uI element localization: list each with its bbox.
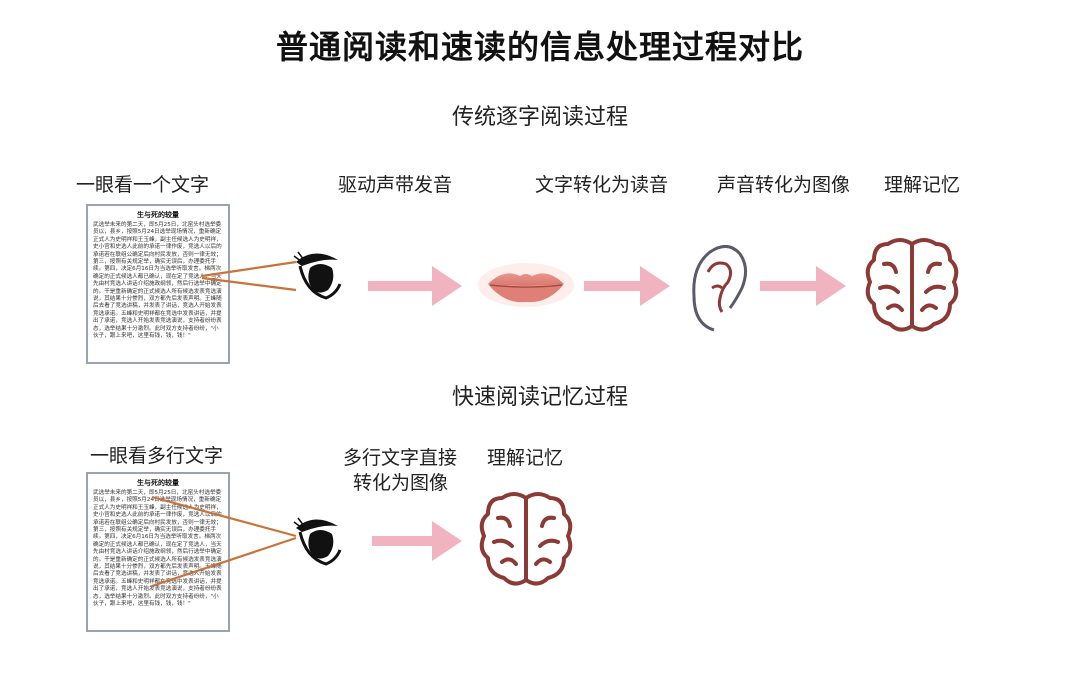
traditional-step-understand: 理解记忆	[884, 174, 961, 196]
lips-icon	[478, 263, 574, 307]
document-icon: 生与死的较量 武选举未来的第二天，即5月25日，北窑头村选举委员以，县乡，按照5…	[86, 472, 230, 632]
speed-step-look-many-lines: 一眼看多行文字	[90, 445, 224, 467]
eye-icon	[293, 517, 342, 566]
document-title: 生与死的较量	[137, 479, 179, 487]
gaze-lines-wide	[151, 495, 297, 588]
ear-icon	[692, 245, 747, 332]
speed-step-direct-line1: 多行文字直接	[343, 447, 458, 469]
document-text: 武选举未来的第二天，即5月25日，北窑头村选举委员以，县乡，按照5月24日选举现…	[93, 222, 222, 340]
traditional-step-vocal-cords: 驱动声带发音	[338, 174, 453, 196]
arrow-2	[584, 266, 670, 306]
document-text: 武选举未来的第二天，即5月25日，北窑头村选举委员以，县乡，按照5月24日选举现…	[93, 490, 222, 608]
arrow-1	[368, 266, 462, 306]
document-icon: 生与死的较量 武选举未来的第二天，即5月25日，北窑头村选举委员以，县乡，按照5…	[86, 204, 230, 364]
document-title: 生与死的较量	[137, 211, 179, 219]
eye-icon	[293, 251, 342, 300]
traditional-step-text-to-sound: 文字转化为读音	[535, 174, 669, 196]
page-title: 普通阅读和速读的信息处理过程对比	[275, 28, 804, 66]
brain-icon	[479, 492, 573, 586]
arrow-3	[760, 266, 846, 306]
speed-heading: 快速阅读记忆过程	[451, 385, 628, 410]
speed-step-direct-line2: 转化为图像	[353, 472, 449, 494]
traditional-step-look-one-char: 一眼看一个文字	[76, 174, 210, 196]
gaze-lines-single	[201, 260, 297, 292]
arrow-4	[372, 521, 462, 561]
traditional-step-sound-to-image: 声音转化为图像	[717, 174, 851, 196]
traditional-heading: 传统逐字阅读过程	[451, 105, 628, 130]
brain-icon	[865, 238, 959, 332]
speed-step-understand: 理解记忆	[487, 447, 564, 469]
